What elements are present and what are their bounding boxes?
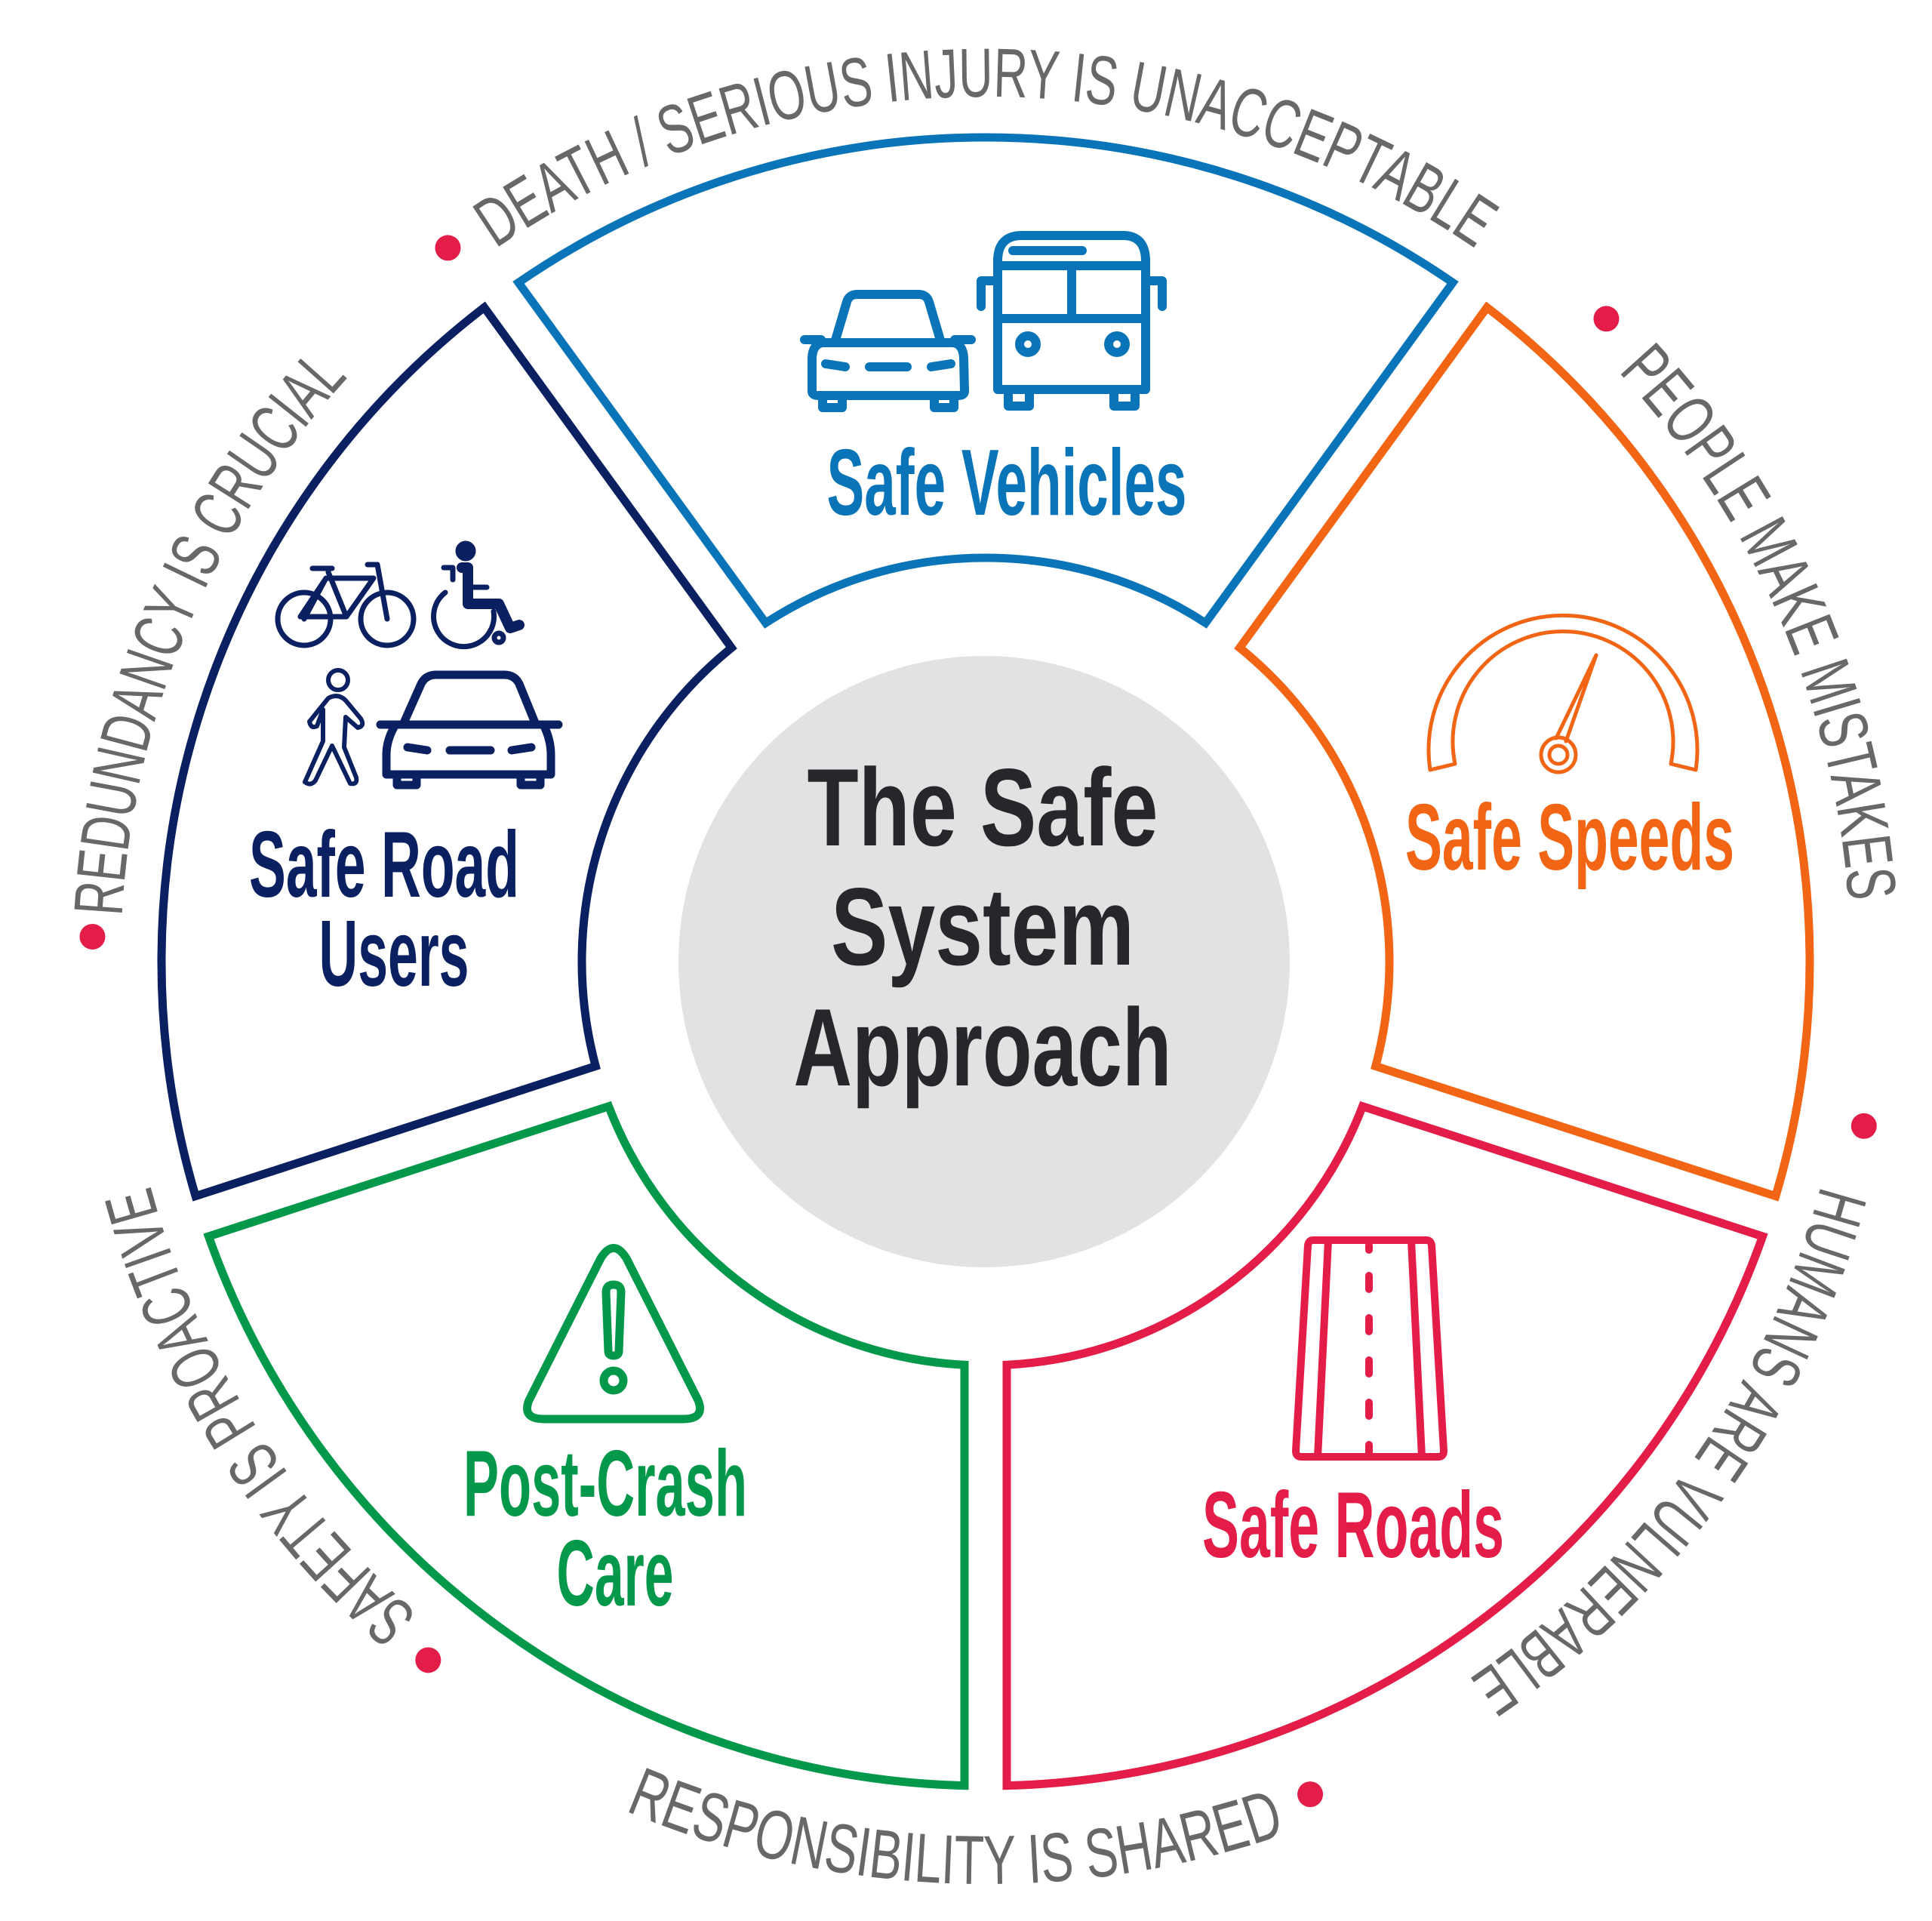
warning-triangle-icon [523,1244,704,1424]
segment-label-safe-vehicles: Safe Vehicles [827,431,1187,535]
separator-dot [1593,306,1620,332]
separator-dot [1297,1781,1324,1808]
pedestrian-icon [303,668,365,787]
road-users-car-icon [376,670,563,790]
car-icon [800,290,976,412]
road-icon [1292,1236,1447,1461]
segment-safe-roads[interactable] [1002,1101,1768,1790]
safe-road-users-content: Safe Road Users [249,540,563,1006]
center-hub: The Safe System Approach [678,656,1290,1267]
bus-icon [977,231,1167,411]
segment-safe-vehicles[interactable] [512,133,1459,629]
segment-label-users: Users [319,902,469,1006]
separator-dot [435,235,461,261]
segment-label-safe-roads: Safe Roads [1202,1473,1504,1578]
safe-speeds-content: Safe Speeds [1405,613,1734,890]
center-title-line-3: Approach [794,986,1172,1109]
separator-dot [415,1647,441,1673]
separator-dot [1850,1113,1877,1139]
safe-roads-content: Safe Roads [1202,1236,1504,1578]
segment-label-safe-road: Safe Road [249,813,519,917]
speedometer-icon [1426,613,1700,774]
separator-dot [79,923,106,950]
post-crash-care-content: Post-Crash Care [463,1244,747,1626]
segment-label-post-crash: Post-Crash [463,1432,747,1536]
wheelchair-icon [431,540,525,650]
center-title-line-2: System [831,865,1134,988]
separator-dots [79,235,1877,1808]
safe-vehicles-content: Safe Vehicles [800,231,1187,535]
segment-label-care: Care [557,1522,674,1626]
segment-safe-speeds[interactable] [1234,301,1814,1202]
segment-post-crash-care[interactable] [203,1101,969,1790]
bicycle-icon [275,562,417,648]
segment-label-safe-speeds: Safe Speeds [1405,786,1734,890]
center-circle [678,656,1290,1267]
center-title-line-1: The Safe [808,746,1158,869]
